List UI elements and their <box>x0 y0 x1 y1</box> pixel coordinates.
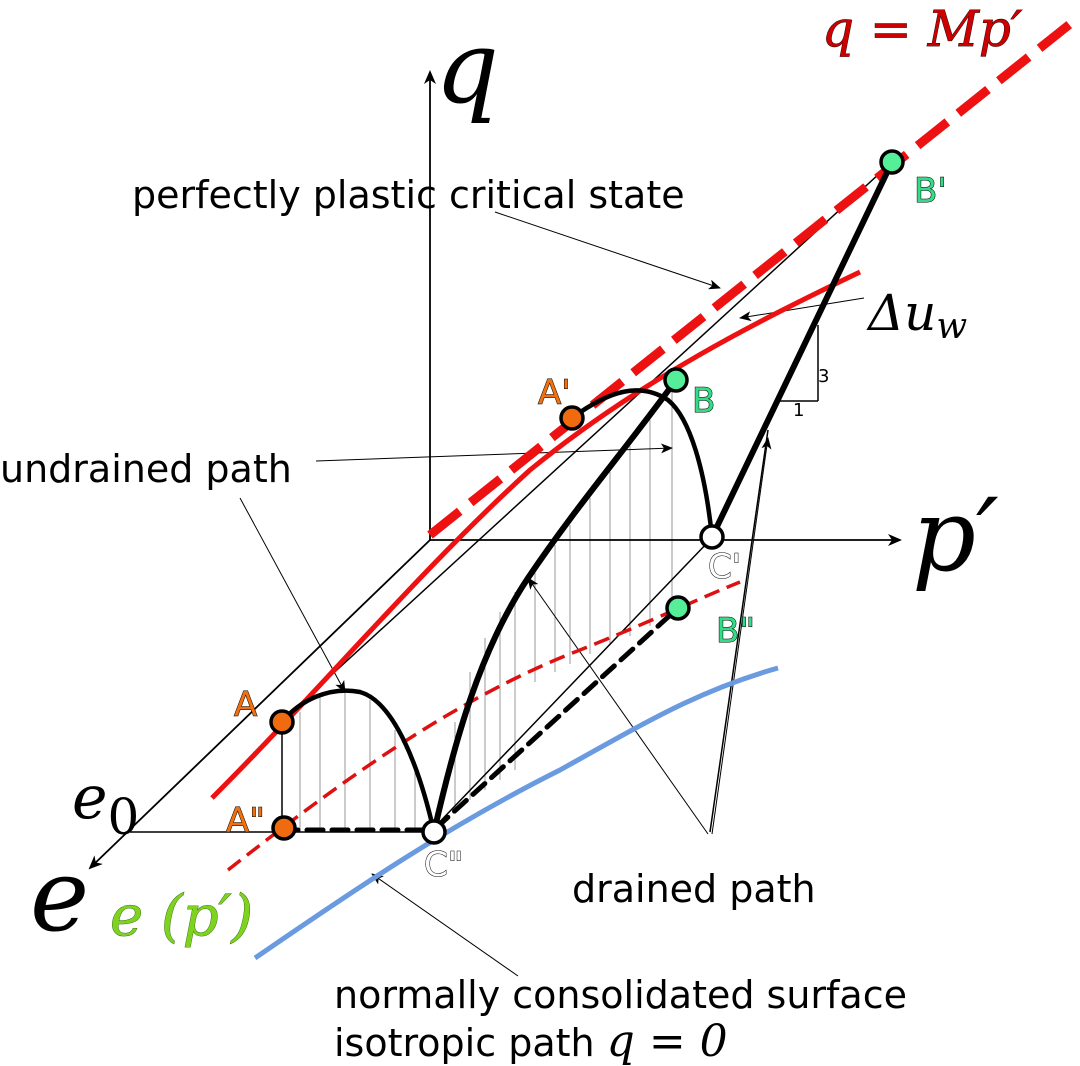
label-C-dprime: C" <box>424 845 463 885</box>
e0-label: e0 <box>72 763 139 846</box>
point-C-dprime <box>421 819 447 845</box>
critical-state-line <box>427 16 1078 539</box>
q-axis-label: q <box>435 9 499 126</box>
undrained-path-B <box>569 388 715 540</box>
ncs-label-line2-text: isotropic path <box>334 1021 607 1065</box>
label-B-prime: B' <box>914 171 947 211</box>
point-A-dprime <box>271 815 297 841</box>
ncs-curve <box>253 665 779 961</box>
label-A: A <box>234 685 257 725</box>
point-A-prime <box>559 405 585 431</box>
slope-run-label: 1 <box>793 400 804 421</box>
slope-rise-label: 3 <box>818 366 829 387</box>
drained-path-right <box>709 159 895 540</box>
critical-state-curve <box>210 269 862 800</box>
label-C-prime: C' <box>708 547 741 587</box>
e-axis <box>88 539 431 870</box>
critical-state-label: perfectly plastic critical state <box>132 173 685 217</box>
delta-u-main: Δu <box>866 284 936 342</box>
label-A-dprime: A" <box>226 801 265 841</box>
point-C-prime <box>699 524 725 550</box>
drained-arrow-left <box>527 577 709 835</box>
ncl-projection-line <box>429 539 711 833</box>
undrained-arrow-lower <box>239 497 346 693</box>
e-axis-label: e <box>30 837 89 954</box>
e-of-p-curve <box>226 580 741 872</box>
undrained-path-label: undrained path <box>0 447 292 491</box>
undrained-arrow-upper <box>315 443 673 462</box>
p-axis-label: p′ <box>912 477 999 594</box>
e0-main: e <box>72 763 108 833</box>
point-B-prime <box>879 149 905 175</box>
ncs-label-line1: normally consolidated surface <box>334 973 907 1017</box>
ncs-label-line2: isotropic path q = 0 <box>334 1016 728 1066</box>
isotropic-dashed-C <box>433 605 681 831</box>
drained-path-middle <box>431 377 679 835</box>
undrained-hatch-left <box>299 692 416 832</box>
undrained-path-A <box>279 688 437 835</box>
point-B <box>663 367 689 393</box>
drained-line-right <box>709 429 769 833</box>
e-of-p-label: e (p′) <box>110 884 253 949</box>
drained-arrow-right <box>711 437 772 835</box>
delta-u-label: Δuw <box>866 284 967 347</box>
label-B: B <box>692 381 715 421</box>
ncs-arrow <box>371 873 519 977</box>
point-B-dprime <box>665 595 691 621</box>
ncs-label-line2-math: q = 0 <box>607 1016 728 1066</box>
csl-equation-label: q = Mp′ <box>822 0 1023 58</box>
critical-state-arrow <box>494 211 721 290</box>
delta-u-arrow <box>739 297 865 322</box>
delta-u-subscript: w <box>936 306 967 347</box>
label-A-prime: A' <box>538 373 571 413</box>
label-B-dprime: B" <box>716 611 755 651</box>
drained-path-label: drained path <box>572 867 816 911</box>
point-A <box>269 709 295 735</box>
drained-hatch-middle <box>454 388 673 810</box>
cs-projection-line <box>279 161 893 723</box>
e0-subscript: 0 <box>108 788 140 846</box>
